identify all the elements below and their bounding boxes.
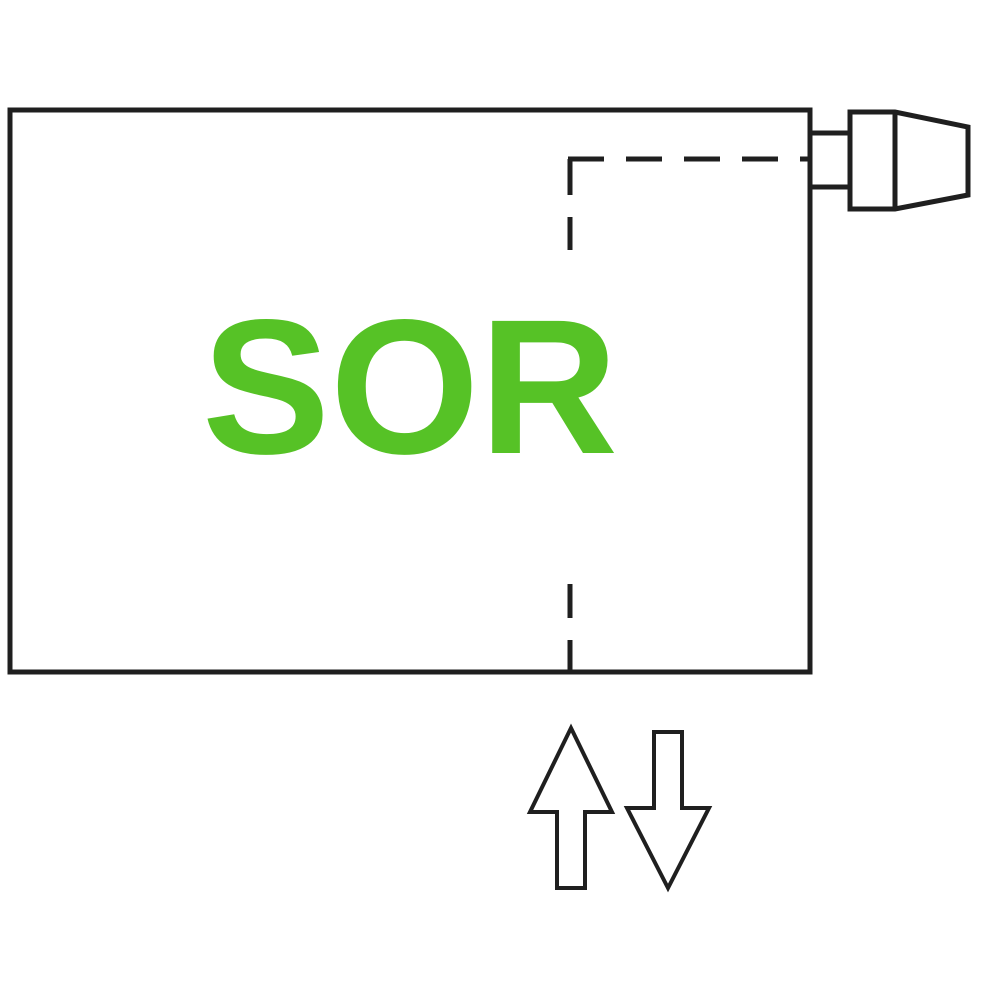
thermostatic-valve-icon	[847, 109, 971, 212]
diagram-label: SOR	[202, 279, 618, 494]
flow-down-arrow-icon	[623, 730, 713, 893]
valve-stem	[807, 130, 853, 190]
flow-up-arrow-icon	[526, 723, 616, 890]
radiator-outline	[7, 107, 813, 675]
